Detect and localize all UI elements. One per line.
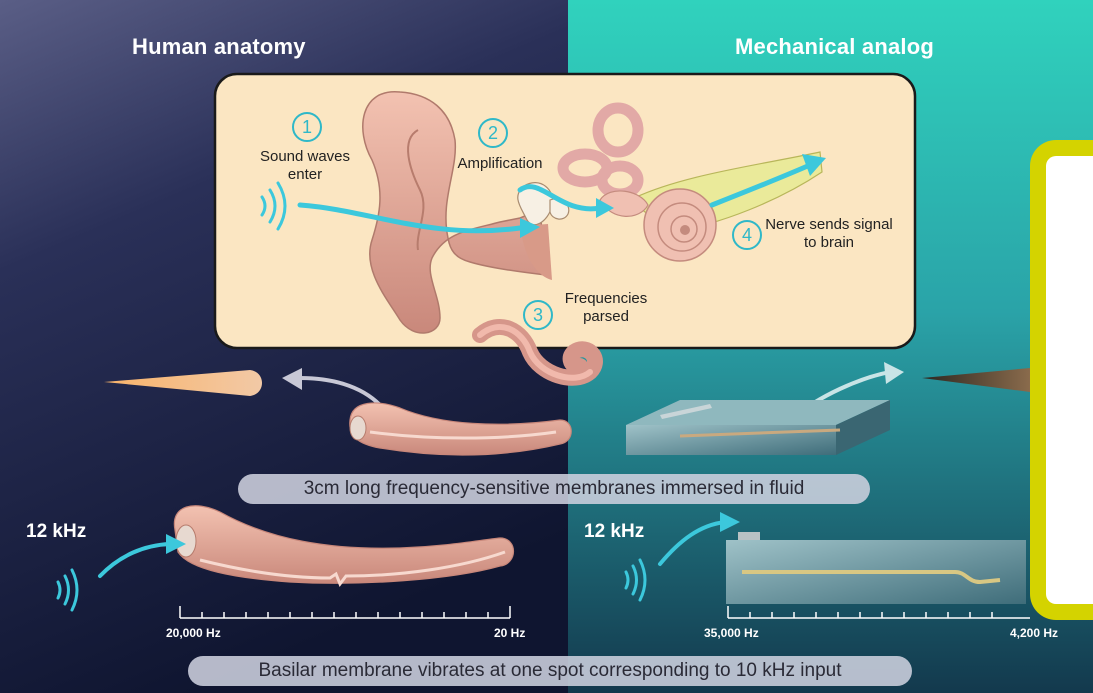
right-input-frequency: 12 kHz bbox=[584, 521, 644, 543]
right-scale-end: 4,200 Hz bbox=[1010, 626, 1080, 640]
mechanical-block-top bbox=[626, 400, 890, 455]
step-4-number: 4 bbox=[732, 220, 762, 250]
step-3-label: Frequencies parsed bbox=[556, 290, 656, 326]
step-4-label: Nerve sends signal to brain bbox=[764, 216, 894, 252]
left-input-frequency: 12 kHz bbox=[26, 521, 86, 543]
membranes-caption: 3cm long frequency-sensitive membranes i… bbox=[238, 474, 870, 504]
step-1-label: Sound waves enter bbox=[245, 148, 365, 184]
step-2-number: 2 bbox=[478, 118, 508, 148]
left-scale-end: 20 Hz bbox=[494, 626, 525, 640]
basilar-caption: Basilar membrane vibrates at one spot co… bbox=[188, 656, 912, 686]
left-scale-start: 20,000 Hz bbox=[166, 626, 221, 640]
mechanical-block-bottom bbox=[726, 532, 1026, 604]
mechanical-analog-heading: Mechanical analog bbox=[735, 34, 934, 60]
human-anatomy-heading: Human anatomy bbox=[132, 34, 306, 60]
cochlea bbox=[644, 189, 716, 261]
step-2-label: Amplification bbox=[440, 155, 560, 173]
step-3-number: 3 bbox=[523, 300, 553, 330]
right-scale-start: 35,000 Hz bbox=[704, 626, 759, 640]
highlight-frame bbox=[1030, 140, 1093, 620]
step-1-number: 1 bbox=[292, 112, 322, 142]
